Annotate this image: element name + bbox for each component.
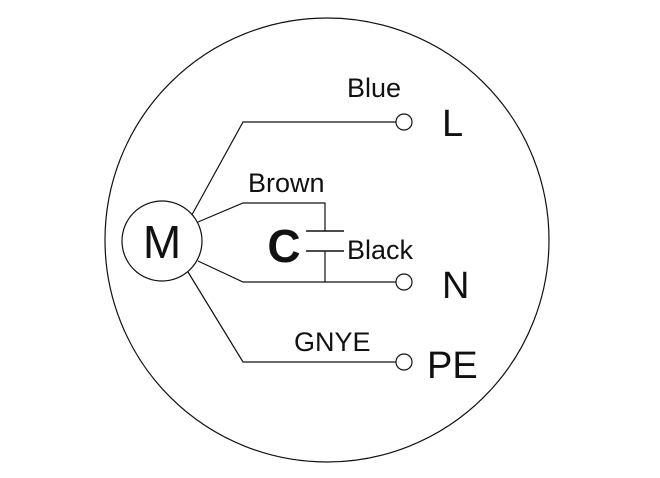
motor-symbol — [121, 200, 203, 282]
blue-wire — [187, 121, 396, 223]
terminal-l — [395, 113, 413, 131]
blue-wire-label: Blue — [347, 73, 401, 103]
brown-wire-label: Brown — [248, 168, 325, 198]
neutral-wire — [197, 260, 396, 283]
motor-label: M — [143, 216, 181, 268]
black-wire-label: Black — [347, 235, 414, 265]
terminal-pe — [395, 353, 413, 371]
terminal-l-label: L — [442, 103, 463, 145]
terminal-n-label: N — [442, 265, 469, 307]
housing-outline — [104, 17, 550, 463]
terminal-pe-label: PE — [427, 345, 478, 387]
terminal-n — [395, 273, 413, 291]
capacitor-label: C — [267, 220, 300, 272]
gnye-wire — [187, 271, 396, 363]
gnye-wire-label: GNYE — [294, 327, 371, 357]
brown-wire — [197, 202, 326, 231]
